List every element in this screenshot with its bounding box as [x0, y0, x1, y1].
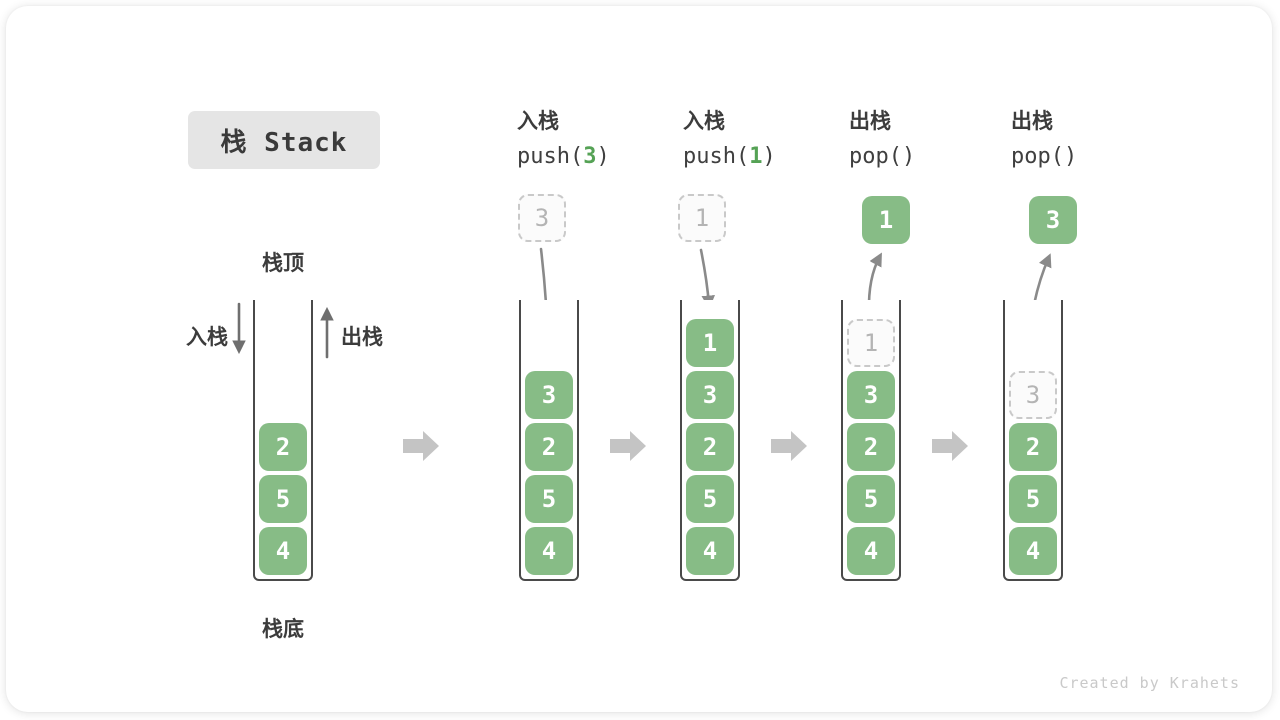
stack-cell: 4 [1009, 527, 1057, 575]
outgoing-value-box: 3 [1029, 196, 1077, 244]
label-stack-top: 栈顶 [262, 251, 304, 275]
stack-cell: 5 [1009, 475, 1057, 523]
watermark: Created by Krahets [1059, 674, 1240, 692]
stack-cell: 3 [847, 371, 895, 419]
stack-cell: 4 [686, 527, 734, 575]
stack-cell-ghost: 1 [847, 319, 895, 367]
outgoing-value-box: 1 [862, 196, 910, 244]
code-arg: 3 [583, 144, 597, 169]
stack-cell: 4 [847, 527, 895, 575]
operation-name: 入栈 [683, 109, 725, 133]
stack-cell: 5 [847, 475, 895, 523]
stack-cell: 1 [686, 319, 734, 367]
stack-cell: 5 [259, 475, 307, 523]
stack-cell: 4 [259, 527, 307, 575]
stack-cell: 2 [847, 423, 895, 471]
operation-code: push(3) [517, 142, 610, 172]
operation-code: push(1) [683, 142, 776, 172]
operation-name: 入栈 [517, 109, 559, 133]
stack-cell: 5 [525, 475, 573, 523]
operation-label-push-3: 入栈 push(3) [517, 106, 610, 172]
operation-label-pop-3: 出栈 pop() [1011, 106, 1077, 172]
code-text: push( [517, 144, 584, 169]
stack-cell: 3 [525, 371, 573, 419]
stack-cell: 2 [686, 423, 734, 471]
incoming-value-box: 1 [678, 194, 726, 242]
page-title: 栈 Stack [220, 127, 348, 158]
label-stack-bottom: 栈底 [262, 617, 304, 641]
code-text: ) [901, 144, 916, 169]
code-text: ) [1063, 144, 1078, 169]
code-text: ) [596, 144, 610, 169]
stack-cell-ghost: 3 [1009, 371, 1057, 419]
code-text: push( [683, 144, 750, 169]
stack-cell: 4 [525, 527, 573, 575]
operation-label-pop-1: 出栈 pop() [849, 106, 915, 172]
operation-name: 出栈 [1011, 109, 1053, 133]
operation-label-push-1: 入栈 push(1) [683, 106, 776, 172]
stack-cell: 2 [259, 423, 307, 471]
label-push: 入栈 [186, 325, 228, 349]
stack-cell: 2 [525, 423, 573, 471]
stack-cell: 5 [686, 475, 734, 523]
code-text: ) [762, 144, 776, 169]
incoming-value-box: 3 [518, 194, 566, 242]
code-text: pop( [1011, 144, 1064, 169]
code-arg: 1 [749, 144, 763, 169]
stack-cell: 3 [686, 371, 734, 419]
stack-cell: 2 [1009, 423, 1057, 471]
operation-code: pop() [1011, 142, 1077, 172]
operation-name: 出栈 [849, 109, 891, 133]
title-badge: 栈 Stack [188, 111, 380, 169]
operation-code: pop() [849, 142, 915, 172]
label-pop: 出栈 [341, 325, 383, 349]
code-text: pop( [849, 144, 902, 169]
